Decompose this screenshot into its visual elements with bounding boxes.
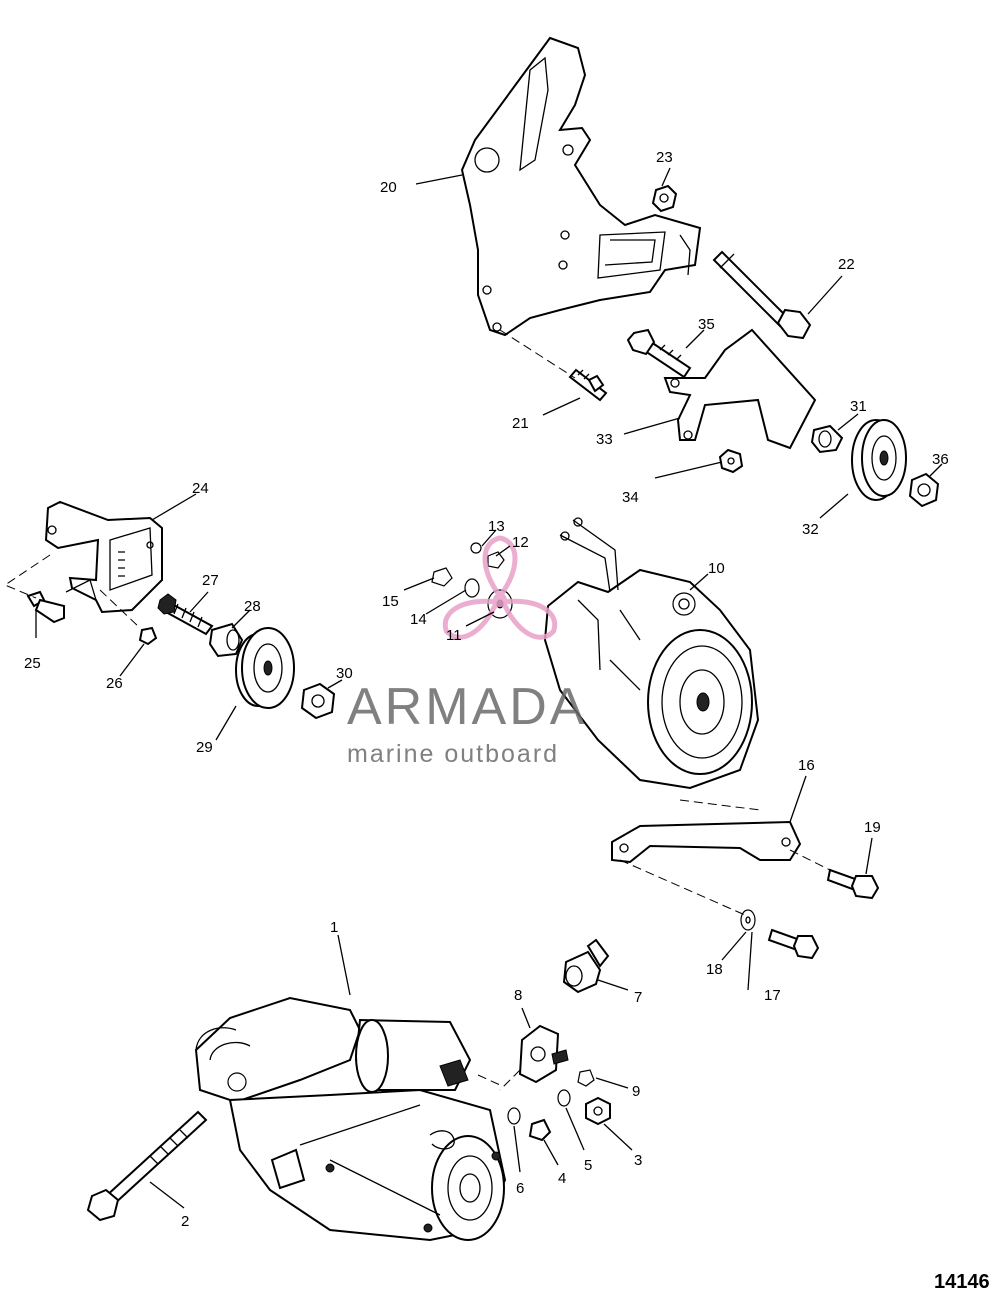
callout-21: 21 [512,415,529,432]
callout-29: 29 [196,739,213,756]
callout-10: 10 [708,560,725,577]
callout-27: 27 [202,572,219,589]
pulley-29 [235,627,295,709]
watermark-subtitle: marine outboard [347,740,559,768]
washer-18 [740,909,756,931]
nut-12 [487,551,505,569]
callout-34: 34 [622,489,639,506]
callout-11: 11 [446,627,462,644]
callout-31: 31 [850,398,867,415]
alternator-brace-16 [611,820,802,864]
nut-34 [718,448,744,474]
callout-8: 8 [514,987,522,1004]
callout-32: 32 [802,521,819,538]
callout-3: 3 [634,1152,642,1169]
callout-16: 16 [798,757,815,774]
nut-36 [908,472,940,508]
nut-15 [431,567,453,587]
callout-13: 13 [488,518,505,535]
callout-24: 24 [192,480,209,497]
idler-pulley-32 [851,419,907,501]
callout-12: 12 [512,534,529,551]
starter-motor-1 [194,996,507,1242]
leader-lines [35,167,943,1209]
nut-26 [138,626,158,646]
washer-6 [507,1107,521,1125]
callout-7: 7 [634,989,642,1006]
callout-20: 20 [380,179,397,196]
callout-2: 2 [181,1213,189,1230]
callout-1: 1 [330,919,338,936]
callouts: 1 2 3 4 5 6 7 8 9 10 11 12 13 14 15 16 1… [24,149,949,1230]
callout-4: 4 [558,1170,566,1187]
callout-25: 25 [24,655,41,672]
callout-17: 17 [764,987,781,1004]
nut-13 [470,542,482,554]
callout-14: 14 [410,611,427,628]
through-bolt-2 [86,1110,208,1222]
bolt-19 [826,868,880,900]
relay-8 [518,1024,569,1084]
bolt-17 [767,928,820,960]
callout-33: 33 [596,431,613,448]
callout-30: 30 [336,665,353,682]
watermark: ARMADA marine outboard [347,535,587,768]
figure-number: 14146 [934,1271,990,1293]
nut-4 [528,1118,552,1142]
terminal-boot-7 [562,938,610,994]
callout-18: 18 [706,961,723,978]
armada-logo-icon [442,535,558,640]
callout-26: 26 [106,675,123,692]
tensioner-bracket-24 [44,500,163,614]
callout-5: 5 [584,1157,592,1174]
alternator-10 [543,517,760,790]
spacer-31 [810,424,844,454]
callout-36: 36 [932,451,949,468]
bushing-28 [208,622,244,658]
brace-33 [663,328,817,450]
bolt-22 [712,250,812,340]
stud-21 [568,368,608,402]
nut-9 [577,1069,595,1087]
adjuster-bolt-27 [157,593,214,636]
callout-19: 19 [864,819,881,836]
watermark-title: ARMADA [347,678,587,736]
nut-3 [585,1096,611,1126]
callout-23: 23 [656,149,673,166]
callout-22: 22 [838,256,855,273]
callout-28: 28 [244,598,261,615]
nut-30 [300,682,336,720]
bolt-25 [26,590,65,624]
callout-35: 35 [698,316,715,333]
bolt-35 [626,328,692,379]
washer-14 [464,578,480,598]
nut-23 [651,184,678,213]
washer-5 [557,1089,571,1107]
mounting-bracket-20 [460,36,702,337]
alignment-lines [3,329,831,1091]
callout-15: 15 [382,593,399,610]
callout-6: 6 [516,1180,524,1197]
callout-9: 9 [632,1083,640,1100]
